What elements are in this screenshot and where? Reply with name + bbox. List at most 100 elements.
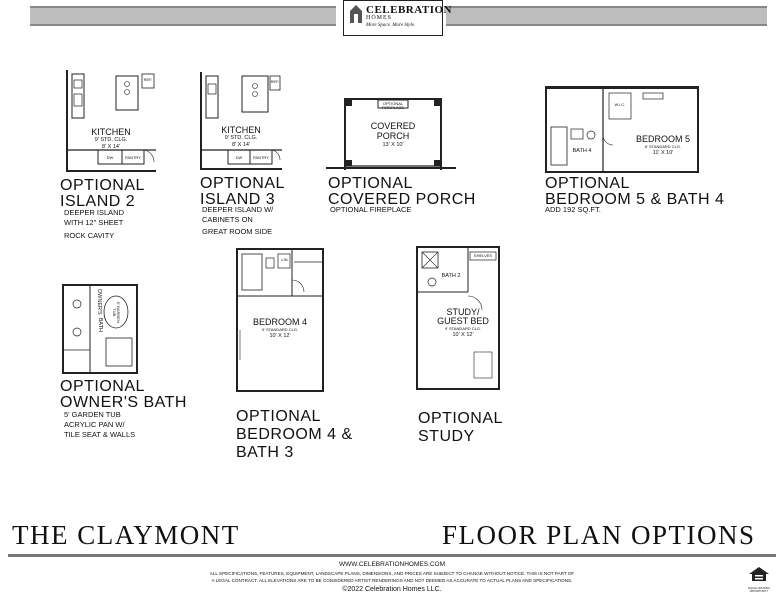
plan-study: Bath 2 Shelves Study/ Guest Bed 9' Stand… xyxy=(416,246,500,390)
footer-rule xyxy=(8,554,776,557)
plan-room-line-1: Study/ xyxy=(446,307,480,317)
caption-desc-line: Great Room side xyxy=(202,227,273,236)
caption-island-2-title: Optional Island 2 xyxy=(60,178,190,210)
copyright-text: ©2022 Celebration Homes LLC. xyxy=(342,586,442,593)
caption-bed5-desc: Add 192 sq.ft. xyxy=(545,205,695,215)
plan-label-ref: Ref. xyxy=(143,77,153,82)
caption-owners-bath-desc: 5' Garden Tub Acrylic Pan w/ Tile Seat &… xyxy=(64,410,194,440)
plan-label-pantry: Pantry xyxy=(253,155,269,160)
kitchen-floorplan-drawing xyxy=(202,75,282,165)
brand-name: CELEBRATION xyxy=(366,4,452,16)
plan-label-bath-4: Bath 4 xyxy=(572,148,592,154)
caption-owners-bath-title: Optional Owner's Bath xyxy=(60,379,210,411)
caption-desc-line: Tile Seat & Walls xyxy=(64,430,136,439)
celebration-homes-logo: CELEBRATION HOMES More Space. More Style… xyxy=(343,0,451,36)
equal-housing-opportunity-logo: Equal Housing Opportunity xyxy=(748,566,770,593)
caption-title-line: Bedroom 4 & xyxy=(236,426,353,443)
plan-name-title: The Claymont xyxy=(12,520,240,550)
caption-title-line: Optional xyxy=(328,175,413,192)
plan-label-tub: 5' Garden Tub xyxy=(112,301,122,323)
bedroom-floorplan-drawing xyxy=(550,89,664,171)
caption-desc-line: With 12" Sheet xyxy=(64,218,124,227)
caption-desc-line: Cabinets on xyxy=(202,215,253,224)
disclaimer-line-2: a legal contract. All elevations are to … xyxy=(211,578,573,583)
plan-label-ref: Ref. xyxy=(270,79,280,84)
caption-title-line: Covered Porch xyxy=(328,191,476,208)
plan-room-line-2: Bath xyxy=(96,317,103,333)
header-band-left xyxy=(30,6,336,26)
plan-size-label: 13' x 10' xyxy=(382,142,404,148)
plan-ceiling-label: 9' Std. Clg. xyxy=(224,135,258,141)
plan-ceiling-label: 9' Standard Clg. xyxy=(261,327,299,332)
bedroom-floorplan-drawing xyxy=(238,250,322,360)
plan-room-line-1: Covered xyxy=(370,121,416,131)
caption-title-line: Bedroom 5 & Bath 4 xyxy=(545,191,725,208)
porch-floorplan-drawing xyxy=(346,100,440,167)
plan-size-label: 8' x 14' xyxy=(101,144,120,150)
plan-label-pantry: Pantry xyxy=(125,155,141,160)
plan-label-linen: Lin. xyxy=(281,257,289,262)
plan-island-2: Kitchen 9' Std. Clg. 8' x 14' Pantry Ref… xyxy=(66,70,156,172)
plan-label-bath-2: Bath 2 xyxy=(441,273,461,279)
caption-desc-line: Deeper Island xyxy=(64,208,125,217)
caption-title-line: Optional xyxy=(236,408,321,425)
brand-tagline: More Space. More Style. xyxy=(366,23,416,28)
caption-desc-line: 5' Garden Tub xyxy=(64,410,121,419)
porch-base-line xyxy=(326,167,456,169)
caption-title-line: Optional xyxy=(200,175,285,192)
floor-plan-options-title: Floor Plan Options xyxy=(442,520,756,550)
caption-island-3-title: Optional Island 3 xyxy=(200,176,320,208)
caption-title-line: Optional xyxy=(418,410,503,427)
plan-size-label: 8' x 14' xyxy=(231,142,250,148)
plan-bedroom-4: Lin. Bedroom 4 9' Standard Clg. 10' x 12… xyxy=(236,248,324,392)
plan-bedroom-5: Bedroom 5 8' Standard Clg. 11' x 10' Bat… xyxy=(545,86,699,173)
plan-owners-bath: Owner's Bath 5' Garden Tub xyxy=(62,284,138,374)
plan-room-label: Bedroom 4 xyxy=(252,317,307,327)
caption-porch-title: Optional Covered Porch xyxy=(328,176,508,208)
caption-bed4-title: Optional Bedroom 4 & Bath 3 xyxy=(236,408,376,462)
plan-label-dw: DW xyxy=(235,155,243,160)
caption-desc-line: Add 192 sq.ft. xyxy=(545,205,601,214)
plan-room-line-2: Guest Bed xyxy=(437,316,489,326)
caption-title-line: Optional xyxy=(60,177,145,194)
plan-label-dw: DW xyxy=(106,155,114,160)
caption-title-line: Island 3 xyxy=(200,191,276,208)
caption-island-2-desc: Deeper Island With 12" Sheet Rock Cavity xyxy=(64,208,194,241)
kitchen-floorplan-drawing xyxy=(68,73,156,165)
caption-title-line: Island 2 xyxy=(60,193,136,210)
caption-porch-desc: Optional Fireplace xyxy=(330,205,480,215)
plan-ceiling-label: 8' Standard Clg. xyxy=(644,144,682,149)
brand-sub: HOMES xyxy=(366,15,393,21)
equal-housing-icon xyxy=(749,567,769,581)
plan-label-fireplace: Optional Fireplace xyxy=(381,101,405,111)
caption-title-line: Study xyxy=(418,428,475,445)
plan-label-wic: W.I.C. xyxy=(614,102,626,107)
house-logo-icon xyxy=(350,5,362,23)
website-text: www.celebrationhomes.com xyxy=(338,561,446,568)
plan-size-label: 10' x 12' xyxy=(452,332,474,338)
bath-floorplan-drawing xyxy=(64,286,133,372)
caption-desc-line: Rock Cavity xyxy=(64,231,115,240)
caption-title-line: Owner's Bath xyxy=(60,394,187,411)
caption-title-line: Optional xyxy=(60,378,145,395)
header-band-right xyxy=(446,6,767,26)
plan-covered-porch: Optional Fireplace Covered Porch 13' x 1… xyxy=(344,98,442,170)
plan-room-label: Bedroom 5 xyxy=(635,134,690,144)
plan-room-line-2: Porch xyxy=(376,131,410,141)
plan-size-label: 11' x 10' xyxy=(652,150,674,156)
caption-study-title: Optional Study xyxy=(418,410,538,446)
caption-desc-line: Optional Fireplace xyxy=(330,205,412,214)
plan-ceiling-label: 9' Standard Clg. xyxy=(444,326,482,331)
plan-room-label: Kitchen xyxy=(91,127,131,137)
disclaimer-line-1: All specifications, features, equipment,… xyxy=(209,571,575,576)
plan-label-shelves: Shelves xyxy=(473,253,493,258)
plan-size-label: 10' x 12' xyxy=(269,333,291,339)
caption-bed5-title: Optional Bedroom 5 & Bath 4 xyxy=(545,176,775,208)
eho-label: Equal Housing Opportunity xyxy=(748,587,770,593)
plan-island-3: Kitchen 9' Std. Clg. 8' x 14' Pantry Ref… xyxy=(200,72,282,170)
caption-desc-line: Deeper Island w/ xyxy=(202,205,274,214)
caption-title-line: Optional xyxy=(545,175,630,192)
caption-desc-line: Acrylic Pan w/ xyxy=(64,420,125,429)
caption-island-3-desc: Deeper Island w/ Cabinets on Great Room … xyxy=(202,205,322,237)
plan-ceiling-label: 9' Std. Clg. xyxy=(94,137,128,143)
